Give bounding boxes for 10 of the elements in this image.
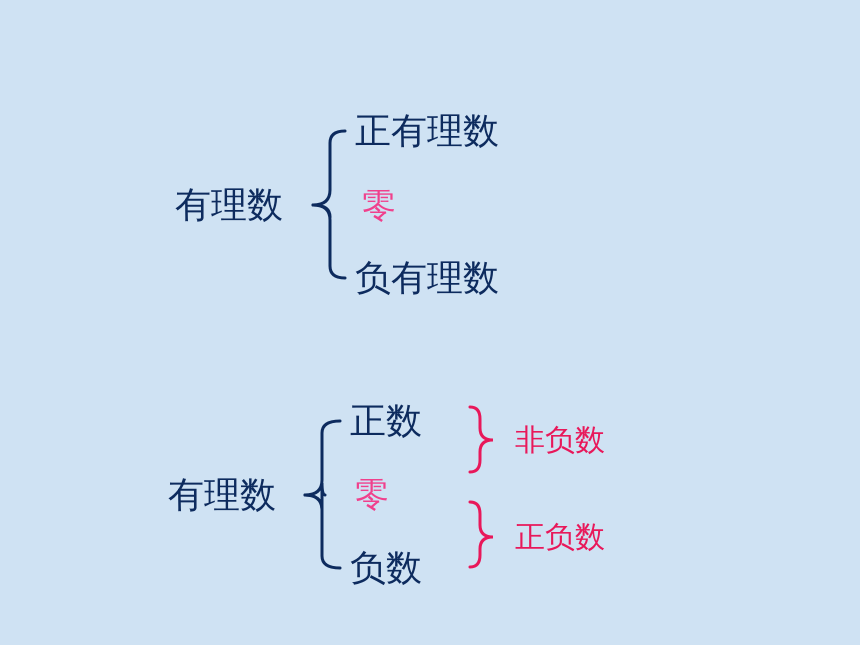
category-text: 正有理数 — [345, 108, 525, 154]
category-text: 负有理数 — [345, 255, 525, 301]
group-label: 正负数 — [515, 518, 605, 556]
category-text: 负数 — [340, 545, 468, 591]
group-label: 非负数 — [515, 422, 605, 460]
category-text: 零 — [325, 465, 468, 525]
category-text: 正数 — [340, 398, 468, 444]
category-text: 有理数 — [170, 180, 313, 230]
category-text: 有理数 — [163, 470, 305, 520]
category-text: 零 — [330, 182, 410, 230]
